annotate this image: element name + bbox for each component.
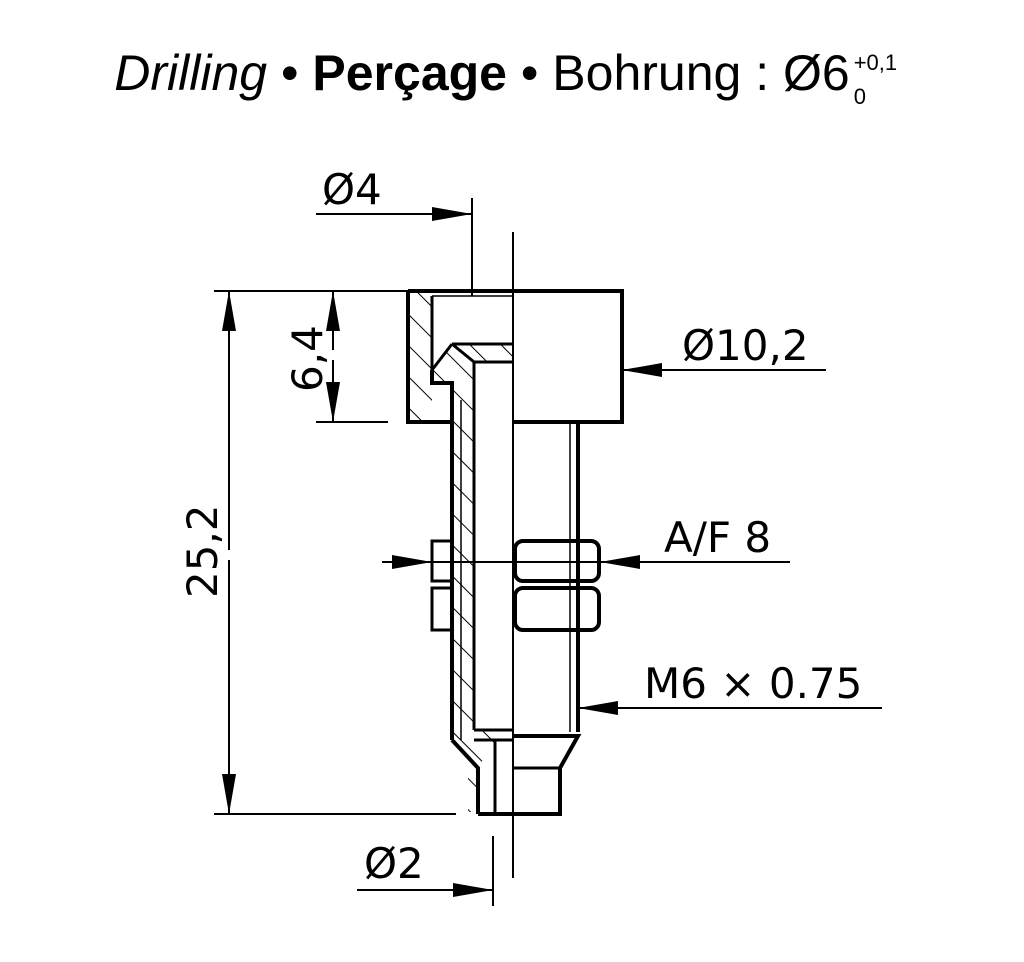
drilling-spec-title: Drilling • Perçage • Bohrung : Ø6+0,1 0 — [0, 45, 1024, 108]
dim-label-head-height: 6,4 — [283, 325, 332, 392]
dimension-across-flats: A/F 8 — [382, 513, 790, 569]
tolerance-lower: 0 — [853, 84, 866, 109]
tolerance: +0,1 0 — [850, 48, 910, 108]
tolerance-upper: +0,1 — [853, 50, 898, 75]
title-separator: • — [506, 45, 553, 101]
dimension-thread: M6 × 0.75 — [578, 659, 882, 715]
title-german-diameter: Bohrung : Ø6 — [552, 45, 850, 101]
dimension-inner-top-diameter: Ø4 — [316, 165, 472, 221]
title-separator: • — [267, 45, 313, 101]
dim-label-across-flats: A/F 8 — [664, 513, 771, 562]
dim-label-thread: M6 × 0.75 — [644, 659, 862, 708]
title-english: Drilling — [114, 45, 268, 101]
dim-label-inner-top-diameter: Ø4 — [322, 165, 382, 214]
title-french: Perçage — [312, 45, 507, 101]
dim-label-head-diameter: Ø10,2 — [682, 321, 809, 370]
dimension-head-diameter: Ø10,2 — [622, 321, 826, 377]
dimension-head-height: 6,4 — [283, 291, 388, 423]
dim-label-total-length: 25,2 — [178, 504, 227, 598]
dimension-total-length: 25,2 — [178, 290, 456, 815]
dimension-tip-diameter: Ø2 — [357, 836, 494, 906]
dim-label-tip-diameter: Ø2 — [364, 839, 424, 888]
